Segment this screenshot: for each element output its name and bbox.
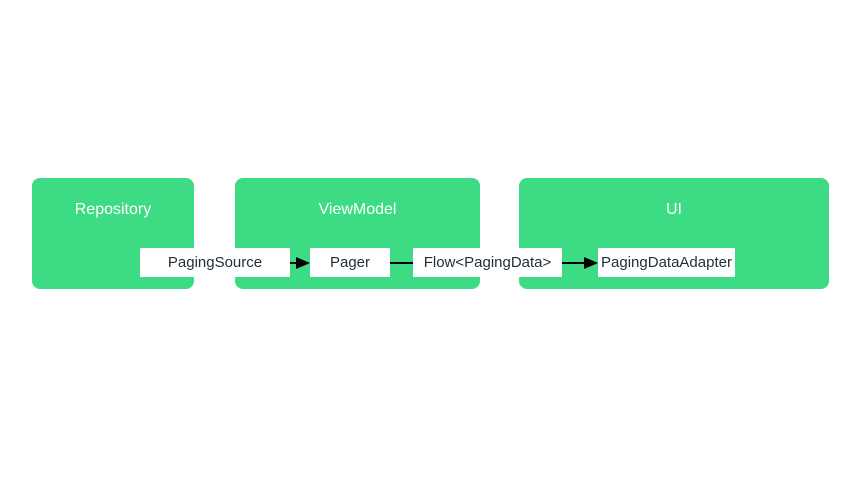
viewmodel-layer-title: ViewModel [318,201,397,218]
ui-layer-title: UI [666,201,682,218]
paging-source-box: PagingSource [140,248,290,277]
pager-box: Pager [310,248,390,277]
repository-layer-title: Repository [74,201,152,218]
paging-data-adapter-box: PagingDataAdapter [598,248,735,277]
repository-layer: Repository [32,178,194,289]
flow-paging-data-box: Flow<PagingData> [413,248,562,277]
